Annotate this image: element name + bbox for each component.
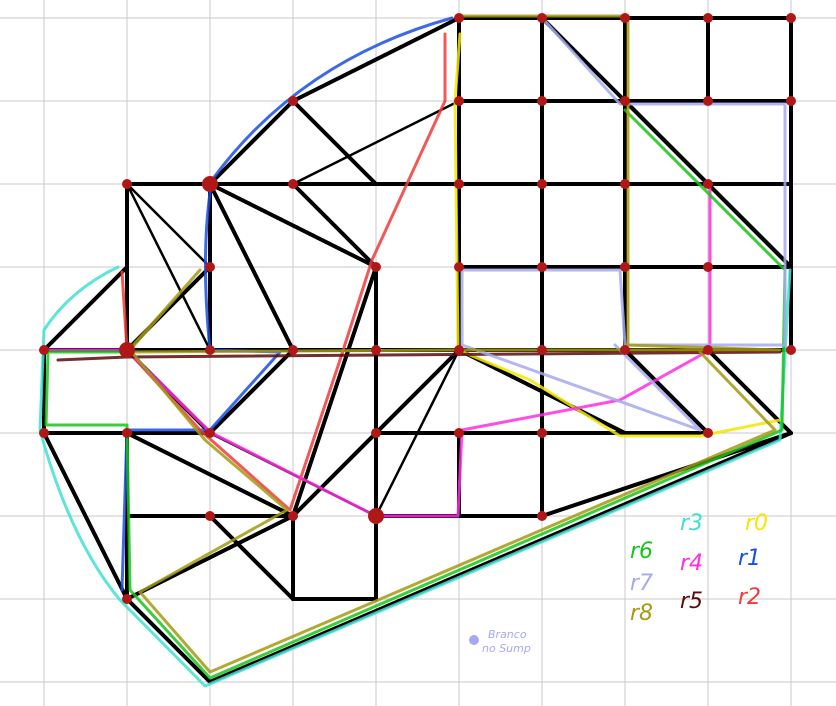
graph-node [703,179,713,189]
graph-node [39,428,49,438]
graph-node [368,508,384,524]
note-dot [469,635,479,645]
graph-node [288,179,298,189]
graph-node [620,262,630,272]
graph-node [620,345,630,355]
graph-node [537,13,547,23]
note-line2: no Sump [482,642,531,655]
note-annotation: Branco no Sump [469,628,531,655]
graph-node [537,428,547,438]
graph-node [786,345,796,355]
graph-node [786,13,796,23]
graph-node [786,96,796,106]
route-r8-path [125,14,782,674]
graph-node [537,511,547,521]
route-r3-path [38,265,792,688]
graph-node [205,428,215,438]
legend-r3: r3 [680,511,703,536]
graph-node [288,345,298,355]
legend-r2: r2 [738,585,761,610]
graph-nodes [39,13,796,604]
graph-node [454,262,464,272]
graph-node [119,342,135,358]
graph-node [288,96,298,106]
route-r7-path [460,18,787,432]
graph-node [454,428,464,438]
graph-node [39,345,49,355]
route-legend: r6 r3 r0 r7 r4 r1 r8 r5 r2 [630,511,768,626]
route-paths [38,14,792,688]
legend-r1: r1 [738,546,761,571]
legend-r0: r0 [745,511,768,536]
graph-node [620,96,630,106]
graph-node [205,511,215,521]
legend-r8: r8 [630,601,653,626]
graph-node [703,428,713,438]
graph-node [454,179,464,189]
graph-node [703,345,713,355]
graph-node [205,345,215,355]
graph-node [122,594,132,604]
graph-node [202,176,218,192]
note-line1: Branco [488,628,527,641]
graph-node [454,345,464,355]
legend-r6: r6 [630,539,653,564]
graph-node [205,262,215,272]
graph-node [122,428,132,438]
graph-node [371,428,381,438]
graph-node [288,511,298,521]
graph-node [454,13,464,23]
graph-node [537,179,547,189]
graph-node [371,262,381,272]
graph-node [620,179,630,189]
graph-node [537,262,547,272]
graph-node [703,262,713,272]
graph-node [620,13,630,23]
legend-r5: r5 [680,589,703,614]
graph-node [703,96,713,106]
graph-node [537,96,547,106]
graph-node [454,96,464,106]
legend-r4: r4 [680,551,703,576]
graph-node [371,345,381,355]
graph-node [122,179,132,189]
legend-r7: r7 [630,571,653,596]
graph-node [537,345,547,355]
graph-node [703,13,713,23]
